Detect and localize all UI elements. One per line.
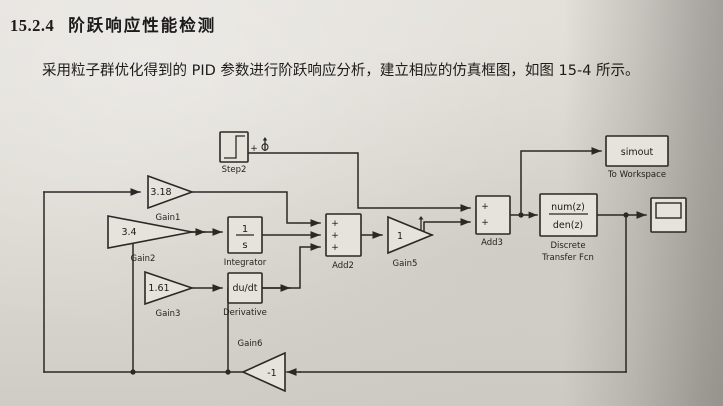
add3-sign-1: + [481, 202, 489, 212]
block-discrete-transfer-fcn[interactable]: num(z) den(z) Discrete Transfer Fcn [539, 193, 598, 263]
to-workspace-value: simout [621, 147, 654, 158]
tf-numerator: num(z) [551, 202, 585, 213]
section-title: 阶跃响应性能检测 [68, 16, 217, 35]
block-gain5-label: Gain5 [393, 259, 418, 269]
add2-sign-2: + [331, 231, 339, 241]
block-gain3-label: Gain3 [156, 309, 181, 319]
block-add3[interactable]: + + Add3 [475, 195, 511, 248]
block-derivative-label: Derivative [223, 308, 267, 318]
block-gain2-label: Gain2 [131, 254, 156, 264]
section-number: 15.2.4 [10, 16, 55, 35]
to-workspace-label: To Workspace [607, 170, 666, 180]
section-heading: 15.2.4 阶跃响应性能检测 [10, 12, 216, 36]
block-derivative[interactable]: du/dt Derivative [223, 272, 267, 318]
body-paragraph: 采用粒子群优化得到的 PID 参数进行阶跃响应分析，建立相应的仿真框图，如图 1… [12, 58, 712, 84]
block-gain1-value: 3.18 [150, 187, 171, 198]
block-integrator-denominator: s [242, 240, 247, 251]
block-step2-label: Step2 [222, 165, 247, 175]
block-gain3[interactable]: 1.61 Gain3 [144, 270, 195, 319]
block-gain6-label: Gain6 [238, 339, 263, 349]
block-step2[interactable]: Step2 + [219, 131, 269, 175]
block-gain6[interactable]: -1 Gain6 [238, 339, 286, 393]
block-add3-label: Add3 [481, 238, 503, 248]
scope-icon [655, 202, 682, 219]
block-integrator-numerator: 1 [242, 224, 248, 235]
block-gain1-label: Gain1 [156, 213, 181, 223]
block-add2[interactable]: + + + Add2 [325, 213, 362, 271]
block-gain1[interactable]: 3.18 Gain1 [147, 174, 195, 223]
block-gain2-value: 3.4 [121, 227, 136, 238]
block-integrator[interactable]: 1 s Integrator [224, 216, 267, 268]
block-to-workspace[interactable]: simout To Workspace [605, 135, 669, 180]
add2-sign-1: + [331, 219, 339, 229]
block-gain5[interactable]: 1 Gain5 [387, 215, 435, 269]
block-gain6-value: -1 [267, 368, 276, 379]
tf-denominator: den(z) [553, 220, 583, 231]
add3-sign-2: + [481, 218, 489, 228]
wire-add3-to-tf [509, 147, 602, 219]
block-gain5-value: 1 [397, 231, 403, 242]
block-gain2[interactable]: 3.4 Gain2 [107, 215, 193, 264]
wire-step-to-add3 [247, 152, 471, 212]
block-derivative-value: du/dt [232, 283, 257, 294]
block-gain3-value: 1.61 [148, 283, 169, 294]
block-add2-label: Add2 [332, 261, 354, 271]
wire-gain1-to-add2 [191, 191, 321, 227]
wire-derivative-to-add2 [261, 243, 321, 289]
tf-label-line1: Discrete [550, 241, 585, 251]
paragraph-text: 采用粒子群优化得到的 PID 参数进行阶跃响应分析，建立相应的仿真框图，如图 1… [42, 63, 640, 79]
block-scope[interactable] [650, 197, 687, 233]
block-integrator-label: Integrator [224, 258, 267, 268]
wire-tf-to-scope [596, 211, 647, 219]
add2-sign-3: + [331, 243, 339, 253]
simulink-diagram: Step2 + 3.18 Gain1 3.4 Gain2 1.61 Gain3 [0, 118, 723, 406]
tf-label-line2: Transfer Fcn [541, 253, 594, 263]
step2-plus-annotation: + [250, 144, 258, 154]
